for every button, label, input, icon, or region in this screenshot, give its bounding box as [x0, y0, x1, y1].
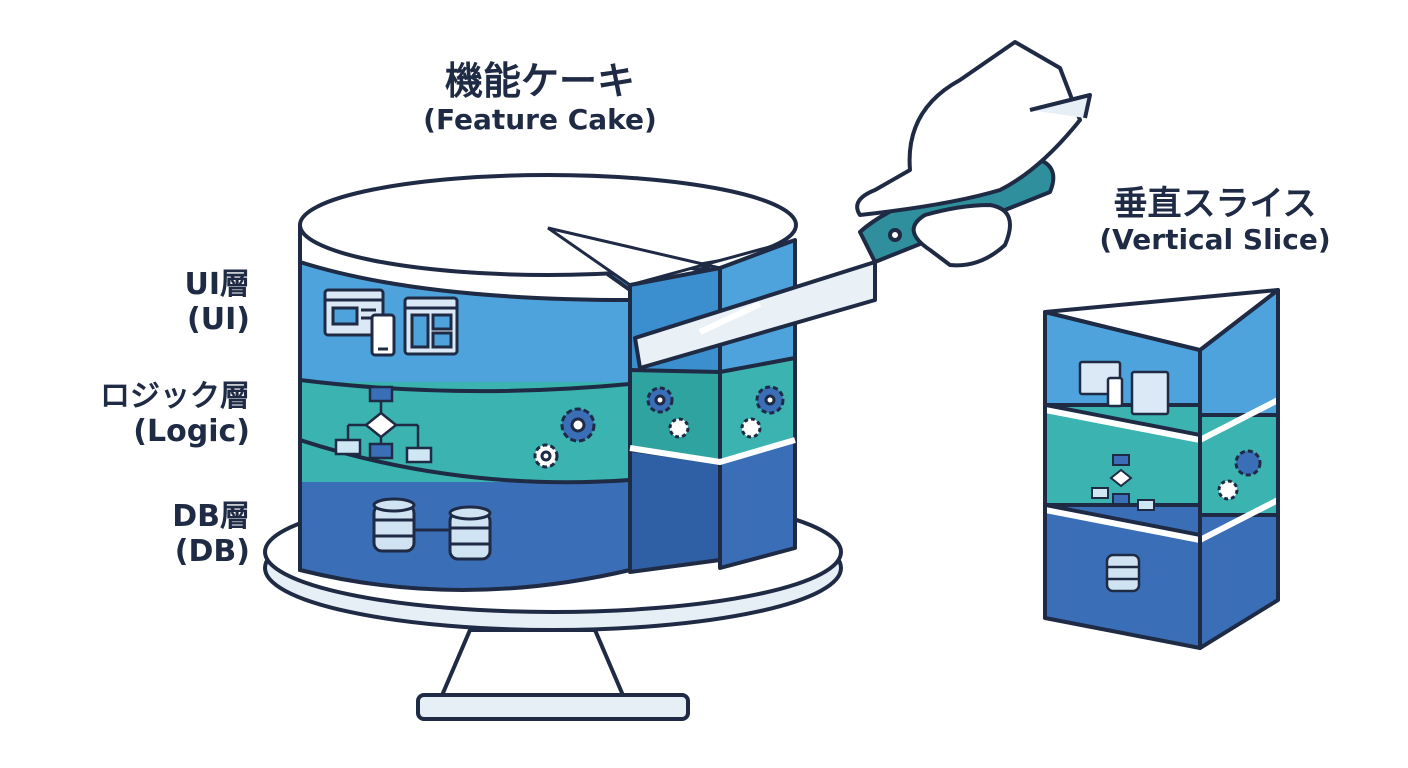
gear-icon [533, 443, 559, 469]
gear-icon [1217, 449, 1262, 501]
cake-title: 機能ケーキ (Feature Cake) [390, 59, 690, 136]
window-icon [323, 288, 385, 337]
cake-title-en: (Feature Cake) [423, 102, 657, 136]
slice-title-ja: 垂直スライス [1113, 184, 1317, 224]
gear-icon [560, 407, 596, 443]
window-icon [403, 296, 459, 356]
flowchart-icon [1091, 454, 1155, 511]
layer-label-ui: UI層 (UI) [184, 267, 250, 337]
database-icon [448, 505, 492, 561]
window-icon [1078, 360, 1170, 416]
cake-title-ja: 機能ケーキ [444, 59, 635, 103]
database-icon [1105, 553, 1141, 593]
hand-icon [855, 40, 1092, 268]
slice-title-en: (Vertical Slice) [1099, 223, 1331, 257]
phone-icon [370, 313, 396, 357]
ui-layer-icons [323, 288, 459, 357]
gear-icon [646, 385, 785, 439]
database-icon [372, 497, 416, 553]
layer-label-db: DB層 (DB) [172, 499, 250, 569]
flowchart-icon [334, 385, 433, 464]
layer-label-logic: ロジック層 (Logic) [100, 379, 250, 449]
cake-body [298, 173, 798, 592]
slice-title: 垂直スライス (Vertical Slice) [1070, 184, 1360, 257]
